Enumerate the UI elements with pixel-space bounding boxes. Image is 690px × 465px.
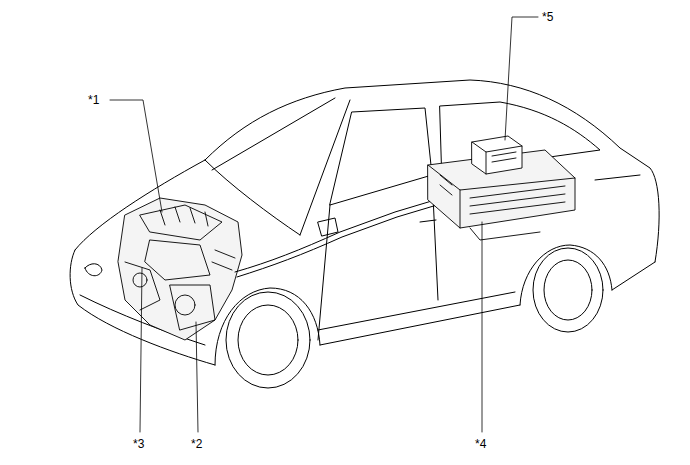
power-cable <box>235 200 437 277</box>
callout-number: *2 <box>191 438 202 450</box>
leader-lines <box>110 17 538 432</box>
callout-number: *5 <box>542 11 553 23</box>
battery-assembly <box>428 136 575 240</box>
callout-number: *1 <box>88 94 99 106</box>
car-body <box>70 80 659 388</box>
engine-transaxle <box>118 198 242 340</box>
callout-number: *4 <box>475 438 486 450</box>
callout-number: *3 <box>133 438 144 450</box>
